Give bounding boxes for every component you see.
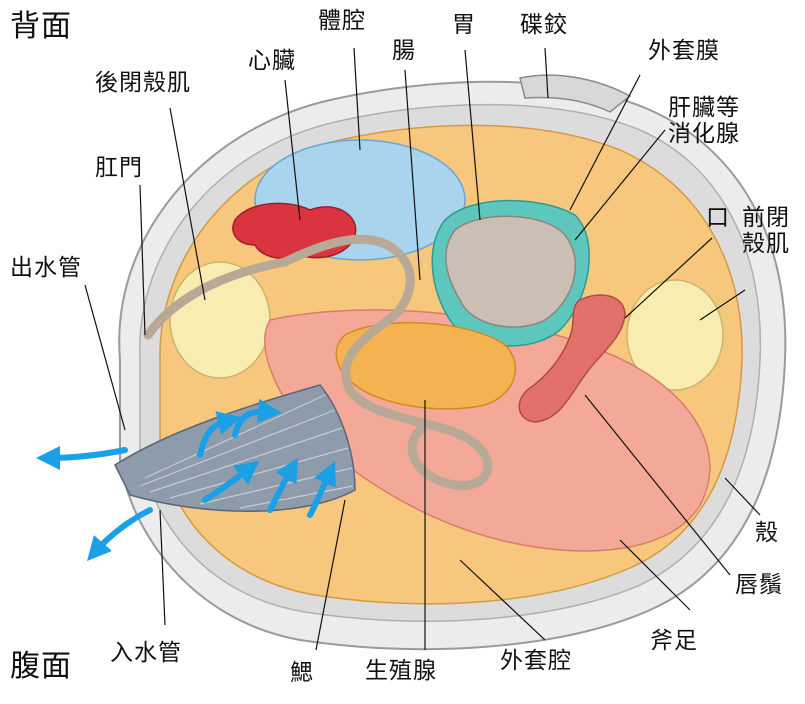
label-incurrent-siphon: 入水管 bbox=[110, 640, 182, 666]
label-digestive-gland: 肝臟等 消化腺 bbox=[668, 95, 740, 148]
label-gonad: 生殖腺 bbox=[365, 658, 437, 684]
label-shell: 殼 bbox=[755, 520, 779, 546]
label-stomach: 胃 bbox=[452, 12, 476, 38]
label-posterior-adductor: 後閉殼肌 bbox=[95, 70, 191, 96]
label-hinge: 碟鉸 bbox=[520, 12, 568, 38]
label-gill: 鰓 bbox=[290, 660, 314, 686]
label-anus: 肛門 bbox=[95, 155, 143, 181]
label-foot: 斧足 bbox=[650, 628, 698, 654]
label-ventral: 腹面 bbox=[10, 650, 72, 685]
label-mantle-cavity: 外套腔 bbox=[500, 648, 572, 674]
label-dorsal: 背面 bbox=[10, 10, 72, 45]
label-heart: 心臟 bbox=[248, 48, 296, 74]
label-mantle: 外套膜 bbox=[648, 38, 720, 64]
label-anterior-adductor: 前閉 殼肌 bbox=[742, 205, 790, 258]
label-body-cavity: 體腔 bbox=[318, 8, 366, 34]
label-mouth: 口 bbox=[706, 205, 730, 231]
label-labial-palp: 唇鬚 bbox=[735, 572, 783, 598]
label-excurrent-siphon: 出水管 bbox=[10, 255, 82, 281]
label-intestine: 腸 bbox=[392, 38, 416, 64]
